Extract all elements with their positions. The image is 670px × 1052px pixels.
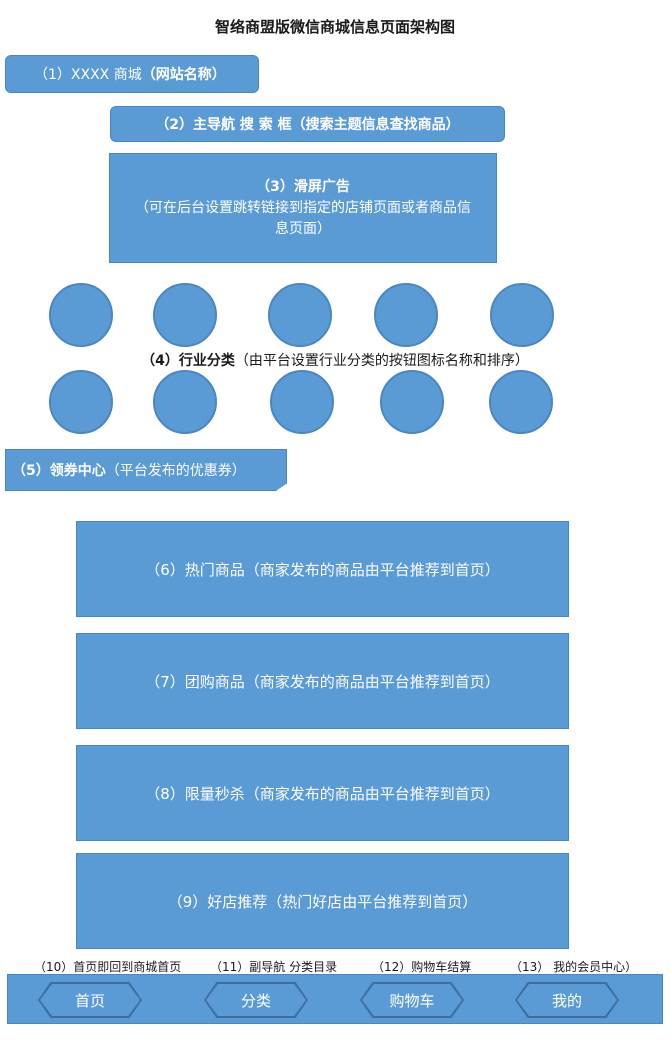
coupon-bold: （5）领券中心	[12, 463, 106, 479]
hot-products-section[interactable]: （6）热门商品（商家发布的商品由平台推荐到首页）	[76, 521, 569, 617]
slider-heading: （3）滑屏广告	[256, 178, 350, 195]
nav-label-cart: （12）购物车结算	[372, 960, 472, 974]
category-label-bold: （4）行业分类	[141, 353, 235, 369]
category-button[interactable]	[374, 283, 438, 347]
nav-label-category: （11）副导航 分类目录	[210, 960, 338, 974]
category-button[interactable]	[270, 370, 334, 434]
group-buy-section[interactable]: （7）团购商品（商家发布的商品由平台推荐到首页）	[76, 633, 569, 729]
tab-category[interactable]: 分类	[204, 982, 308, 1018]
category-label-rest: （由平台设置行业分类的按钮图标名称和排序）	[234, 353, 529, 369]
main-nav-search-box[interactable]: （2）主导航 搜 索 框（搜索主题信息查找商品）	[110, 106, 505, 142]
category-button[interactable]	[490, 283, 554, 347]
nav-label-member: （13） 我的会员中心）	[510, 960, 638, 974]
tab-category-label: 分类	[206, 984, 306, 1016]
category-label: （4）行业分类（由平台设置行业分类的按钮图标名称和排序）	[0, 350, 670, 370]
tab-cart-label: 购物车	[362, 984, 462, 1016]
coupon-rest: （平台发布的优惠券）	[105, 463, 246, 479]
category-button[interactable]	[380, 370, 444, 434]
category-button[interactable]	[153, 283, 217, 347]
tab-mine[interactable]: 我的	[515, 982, 619, 1018]
tab-home[interactable]: 首页	[38, 982, 142, 1018]
category-button[interactable]	[49, 283, 113, 347]
recommended-stores-section[interactable]: （9）好店推荐（热门好店由平台推荐到首页）	[76, 853, 569, 949]
category-button[interactable]	[49, 370, 113, 434]
slider-ad-box[interactable]: （3）滑屏广告 （可在后台设置跳转链接到指定的店铺页面或者商品信息页面）	[109, 153, 497, 263]
category-button[interactable]	[268, 283, 332, 347]
category-button[interactable]	[489, 370, 553, 434]
page-title: 智络商盟版微信商城信息页面架构图	[214, 18, 455, 36]
site-name-box[interactable]: （1）XXXX 商城（网站名称）	[5, 55, 259, 93]
slider-desc: （可在后台设置跳转链接到指定的店铺页面或者商品信息页面）	[135, 199, 471, 237]
tab-cart[interactable]: 购物车	[360, 982, 464, 1018]
category-button[interactable]	[153, 370, 217, 434]
flash-sale-section[interactable]: （8）限量秒杀（商家发布的商品由平台推荐到首页）	[76, 745, 569, 841]
coupon-center-box[interactable]: （5）领券中心（平台发布的优惠券）	[5, 449, 287, 491]
tab-mine-label: 我的	[517, 984, 617, 1016]
bottom-nav-bar: 首页 分类 购物车 我的	[7, 974, 663, 1024]
site-name-bold: （网站名称）	[141, 67, 226, 83]
site-name-prefix: （1）XXXX 商城	[34, 67, 142, 83]
tab-home-label: 首页	[40, 984, 140, 1016]
nav-label-home: （10）首页即回到商城首页	[34, 960, 182, 974]
